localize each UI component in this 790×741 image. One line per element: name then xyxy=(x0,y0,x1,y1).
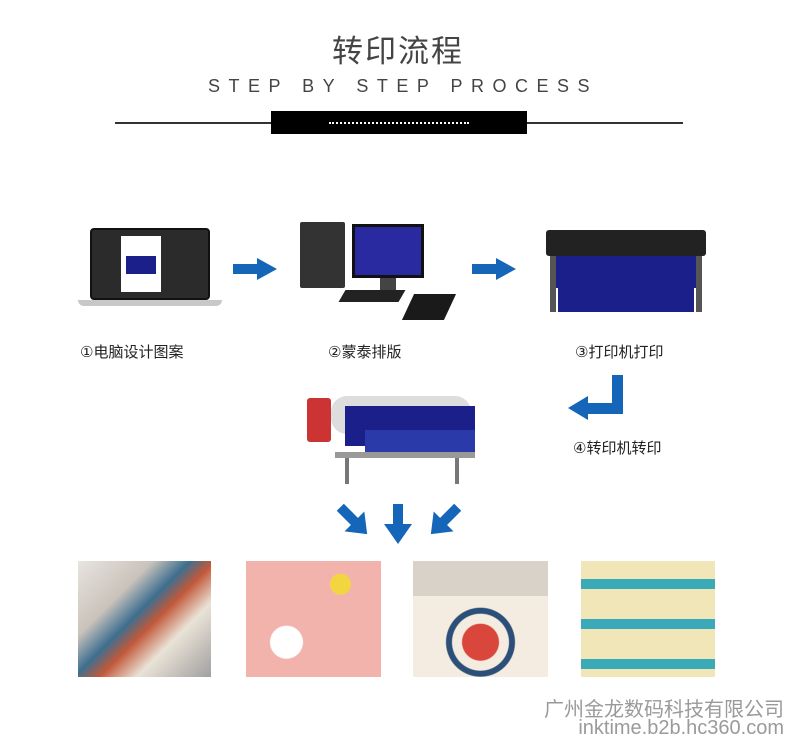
step-2-label: ②蒙泰排版 xyxy=(328,343,402,361)
arrow-down-icon xyxy=(383,504,413,546)
divider-box xyxy=(271,111,527,134)
product-photo-scarf xyxy=(78,561,211,677)
page-title: 转印流程 xyxy=(332,34,464,70)
product-photo-blanket xyxy=(246,561,381,677)
product-photo-rug xyxy=(413,561,548,677)
step-4-label: ④转印机转印 xyxy=(573,439,662,457)
watermark-url: inktime.b2b.hc360.com xyxy=(578,717,784,739)
page-subtitle: STEP BY STEP PROCESS xyxy=(207,76,599,96)
desktop-computer-icon xyxy=(300,222,457,322)
step-3-label: ③打印机打印 xyxy=(575,343,664,361)
watermark-company: 广州金龙数码科技有限公司 xyxy=(544,697,784,721)
step-1-label: ①电脑设计图案 xyxy=(80,343,184,361)
arrow-bent-left-icon xyxy=(568,375,624,420)
heat-transfer-machine-icon xyxy=(305,390,481,486)
arrow-right-icon xyxy=(472,258,517,280)
arrow-down-left-icon xyxy=(325,492,382,549)
printer-icon xyxy=(540,218,712,314)
arrow-right-icon xyxy=(233,258,278,280)
laptop-icon xyxy=(78,228,222,306)
arrow-down-right-icon xyxy=(417,492,474,549)
product-photo-curtain xyxy=(581,561,715,677)
